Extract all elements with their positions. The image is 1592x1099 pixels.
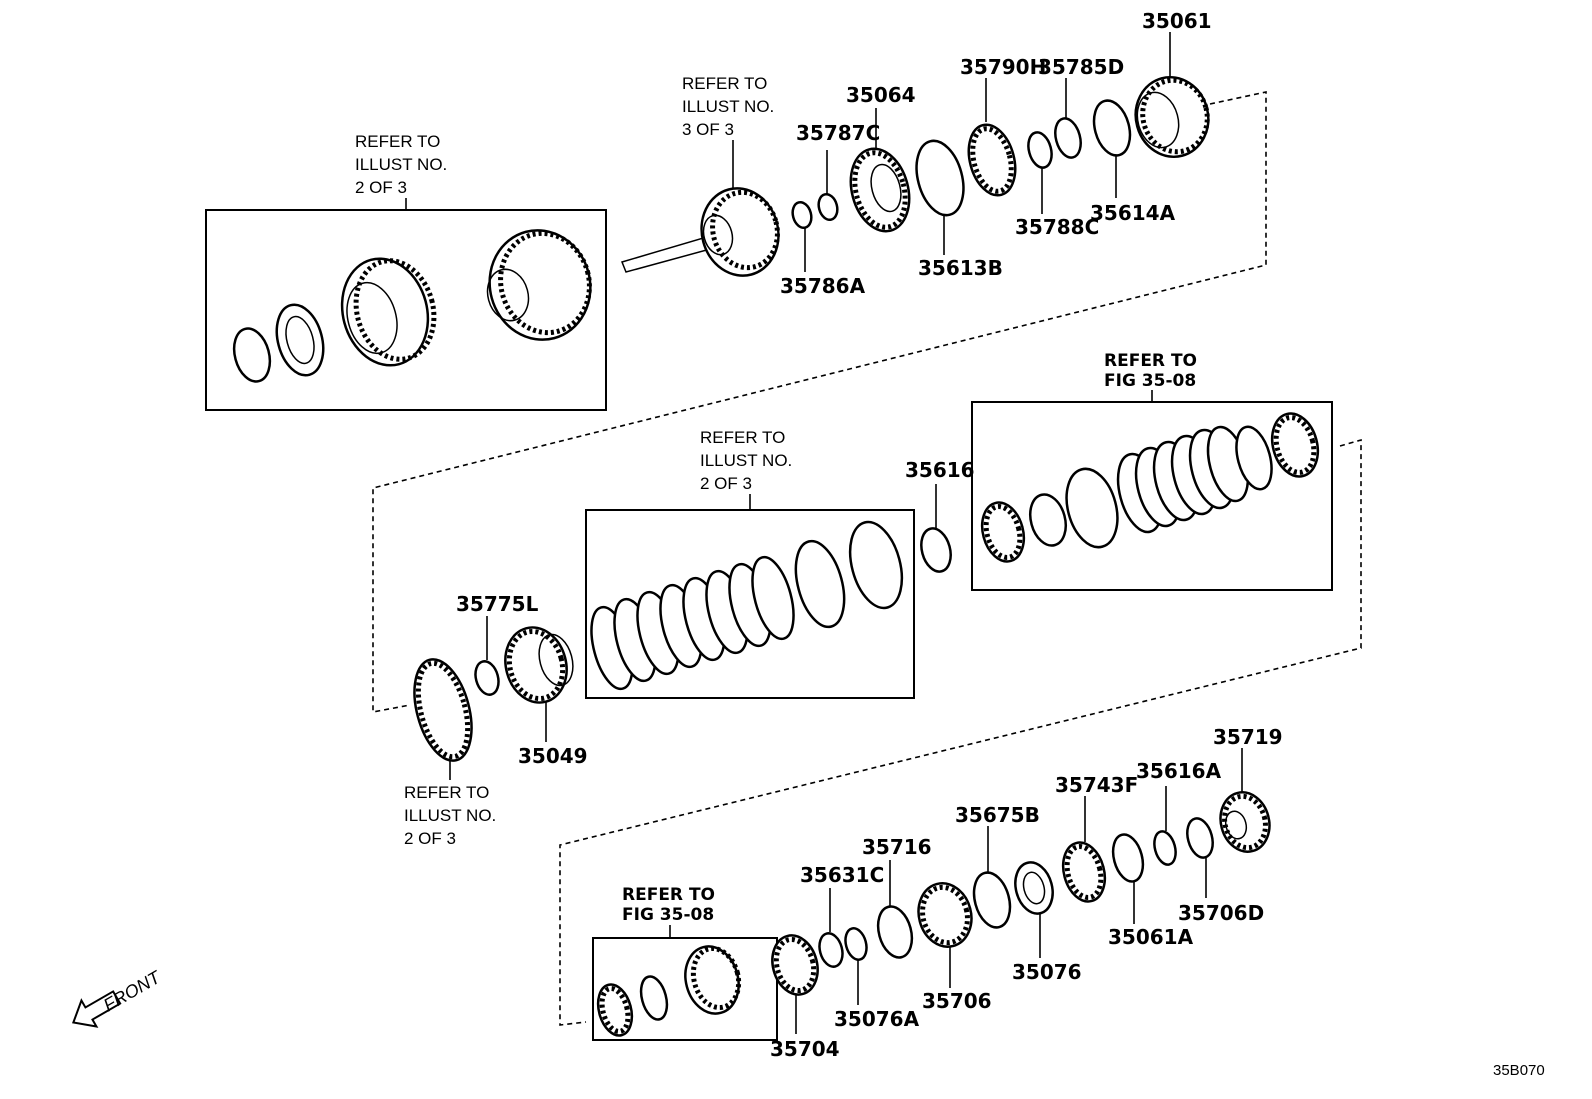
ref-line: 2 OF 3 (700, 474, 752, 493)
part-number: 35061 (1142, 9, 1212, 33)
part-number: 35775L (456, 592, 539, 616)
part-35061A[interactable]: 35061A (1108, 831, 1194, 949)
ref-line: 3 OF 3 (682, 120, 734, 139)
refer-box-illust-2of3-mid[interactable]: REFER TO ILLUST NO. 2 OF 3 (584, 428, 915, 699)
planetary-illustration (596, 945, 742, 1037)
part-number: 35704 (770, 1037, 840, 1061)
part-35706[interactable]: 35706 (912, 877, 992, 1013)
part-35716[interactable]: 35716 (862, 835, 932, 961)
part-number: 35706 (922, 989, 992, 1013)
ref-line: REFER TO (404, 783, 489, 802)
refer-box-fig-35-08-bottom[interactable]: REFER TO FIG 35-08 (592, 885, 778, 1041)
front-arrow-icon (71, 990, 122, 1028)
part-35616[interactable]: 35616 (905, 458, 975, 575)
part-number: 35785D (1038, 55, 1124, 79)
part-number: 35716 (862, 835, 932, 859)
ref-line: REFER TO (1104, 351, 1197, 371)
part-35616A[interactable]: 35616A (1136, 759, 1222, 867)
ref-line: FIG 35-08 (1104, 371, 1196, 391)
part-number: 35631C (800, 863, 884, 887)
part-number: 35061A (1108, 925, 1194, 949)
part-35704[interactable]: 35704 (766, 930, 840, 1061)
part-number: 35719 (1213, 725, 1283, 749)
part-35785D[interactable]: 35785D (1038, 55, 1124, 160)
part-number: 35675B (955, 803, 1040, 827)
ref-line: REFER TO (682, 74, 767, 93)
part-35614A[interactable]: 35614A (1088, 97, 1176, 225)
part-number: 35786A (780, 274, 866, 298)
part-number: 35613B (918, 256, 1003, 280)
part-35786A[interactable]: 35786A (780, 200, 866, 298)
ref-line: ILLUST NO. (355, 155, 447, 174)
part-35049[interactable]: 35049 (497, 621, 588, 768)
ref-line: ILLUST NO. (700, 451, 792, 470)
part-35790H[interactable]: 35790H (960, 55, 1046, 200)
ref-line: REFER TO (355, 132, 440, 151)
brake-pack-illustration (980, 412, 1320, 563)
diagram-code: 35B070 (1493, 1062, 1545, 1079)
ref-line: ILLUST NO. (404, 806, 496, 825)
part-35613B[interactable]: 35613B (909, 136, 1003, 280)
part-number: 35616 (905, 458, 975, 482)
ref-line: 2 OF 3 (355, 178, 407, 197)
front-label: FRONT (100, 966, 165, 1015)
ref-line: ILLUST NO. (682, 97, 774, 116)
part-35076[interactable]: 35076 (1010, 858, 1082, 984)
part-number: 35616A (1136, 759, 1222, 783)
refer-illust-3of3[interactable]: REFER TO ILLUST NO. 3 OF 3 (620, 74, 788, 284)
part-number: 35790H (960, 55, 1046, 79)
ref-line: REFER TO (700, 428, 785, 447)
part-35631C[interactable]: 35631C (800, 863, 884, 969)
part-number: 35064 (846, 83, 916, 107)
part-number: 35788C (1015, 215, 1099, 239)
part-35719[interactable]: 35719 (1213, 725, 1283, 857)
ref-line: FIG 35-08 (622, 905, 714, 925)
part-35061[interactable]: 35061 (1127, 9, 1217, 165)
refer-illust-2of3-bottom[interactable]: REFER TO ILLUST NO. 2 OF 3 (404, 653, 496, 848)
part-number: 35743F (1055, 773, 1138, 797)
connector-line-1 (372, 91, 1267, 713)
part-35706D[interactable]: 35706D (1178, 816, 1264, 925)
connector-line-2 (559, 438, 1362, 1026)
refer-box-illust-2of3-top[interactable]: REFER TO ILLUST NO. 2 OF 3 (205, 132, 607, 411)
clutch-plates-illustration (590, 520, 904, 691)
part-35064[interactable]: 35064 (842, 83, 918, 238)
part-35787C[interactable]: 35787C (796, 121, 880, 222)
part-number: 35706D (1178, 901, 1264, 925)
refer-box-fig-35-08-mid[interactable]: REFER TO FIG 35-08 (971, 351, 1333, 591)
part-35076A[interactable]: 35076A (834, 926, 920, 1031)
ref-line: 2 OF 3 (404, 829, 456, 848)
ref-line: REFER TO (622, 885, 715, 905)
part-number: 35787C (796, 121, 880, 145)
part-35743F[interactable]: 35743F (1055, 773, 1138, 906)
part-35775L[interactable]: 35775L (456, 592, 539, 697)
part-number: 35076A (834, 1007, 920, 1031)
input-shaft-illustration (620, 187, 780, 277)
part-number: 35049 (518, 744, 588, 768)
part-number: 35076 (1012, 960, 1082, 984)
clutch-drum-assembly-illustration (232, 229, 592, 383)
part-35788C[interactable]: 35788C (1015, 130, 1099, 239)
part-35675B[interactable]: 35675B (955, 803, 1040, 931)
part-number: 35614A (1090, 201, 1176, 225)
